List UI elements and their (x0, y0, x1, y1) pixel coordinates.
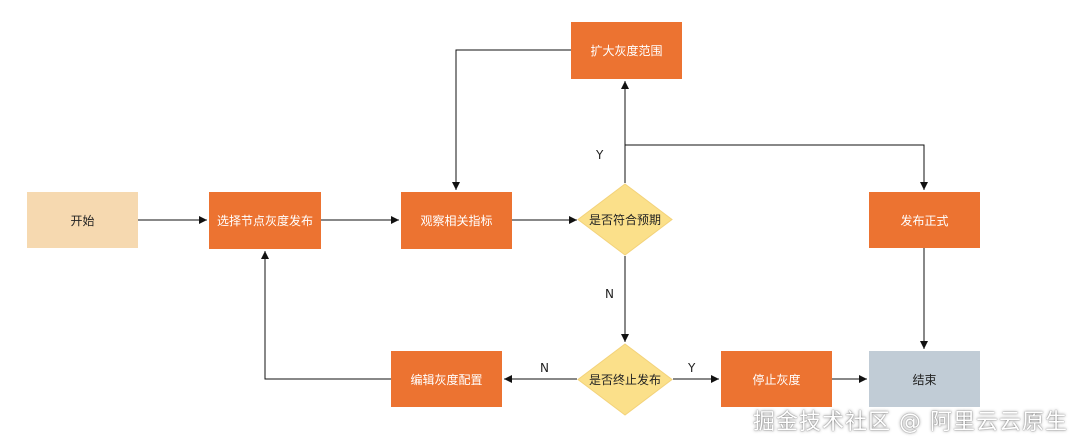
stop-gray-label: 停止灰度 (752, 372, 801, 387)
meet-expect-label: 是否符合预期 (588, 213, 661, 227)
edit-config-node: 编辑灰度配置 (391, 351, 502, 407)
edge-label-meet-no: N (605, 287, 614, 301)
stop-decision: 是否终止发布 (577, 343, 673, 416)
meet-expect-diamond (577, 183, 673, 256)
watermark-text: 掘金技术社区 @ 阿里云云原生 (753, 410, 1068, 435)
expand-node: 扩大灰度范围 (571, 22, 682, 79)
start-node: 开始 (27, 192, 138, 248)
stop-decision-label: 是否终止发布 (588, 373, 661, 387)
edge-label-stop-yes: Y (688, 361, 696, 375)
stop-decision-diamond (577, 343, 673, 416)
edge-label-meet-yes: Y (596, 148, 604, 162)
expand-label: 扩大灰度范围 (590, 44, 663, 58)
publish-formal-node: 发布正式 (869, 192, 980, 248)
end-node: 结束 (869, 351, 980, 407)
observe-node: 观察相关指标 (401, 192, 512, 249)
publish-formal-label: 发布正式 (900, 213, 949, 228)
observe-label: 观察相关指标 (420, 214, 493, 228)
start-label: 开始 (70, 213, 95, 228)
stop-gray-node: 停止灰度 (721, 351, 832, 407)
edit-config-label: 编辑灰度配置 (410, 372, 483, 387)
edge-expand-to-observe (452, 49, 571, 190)
meet-expect-decision: 是否符合预期 (577, 183, 673, 256)
edge-edit-to-select (261, 251, 391, 380)
select-gray-label: 选择节点灰度发布 (216, 214, 313, 228)
edge-meet-to-publish (625, 144, 928, 190)
edge-label-stop-no: N (540, 361, 549, 375)
select-gray-node: 选择节点灰度发布 (209, 192, 321, 249)
end-label: 结束 (912, 372, 937, 387)
